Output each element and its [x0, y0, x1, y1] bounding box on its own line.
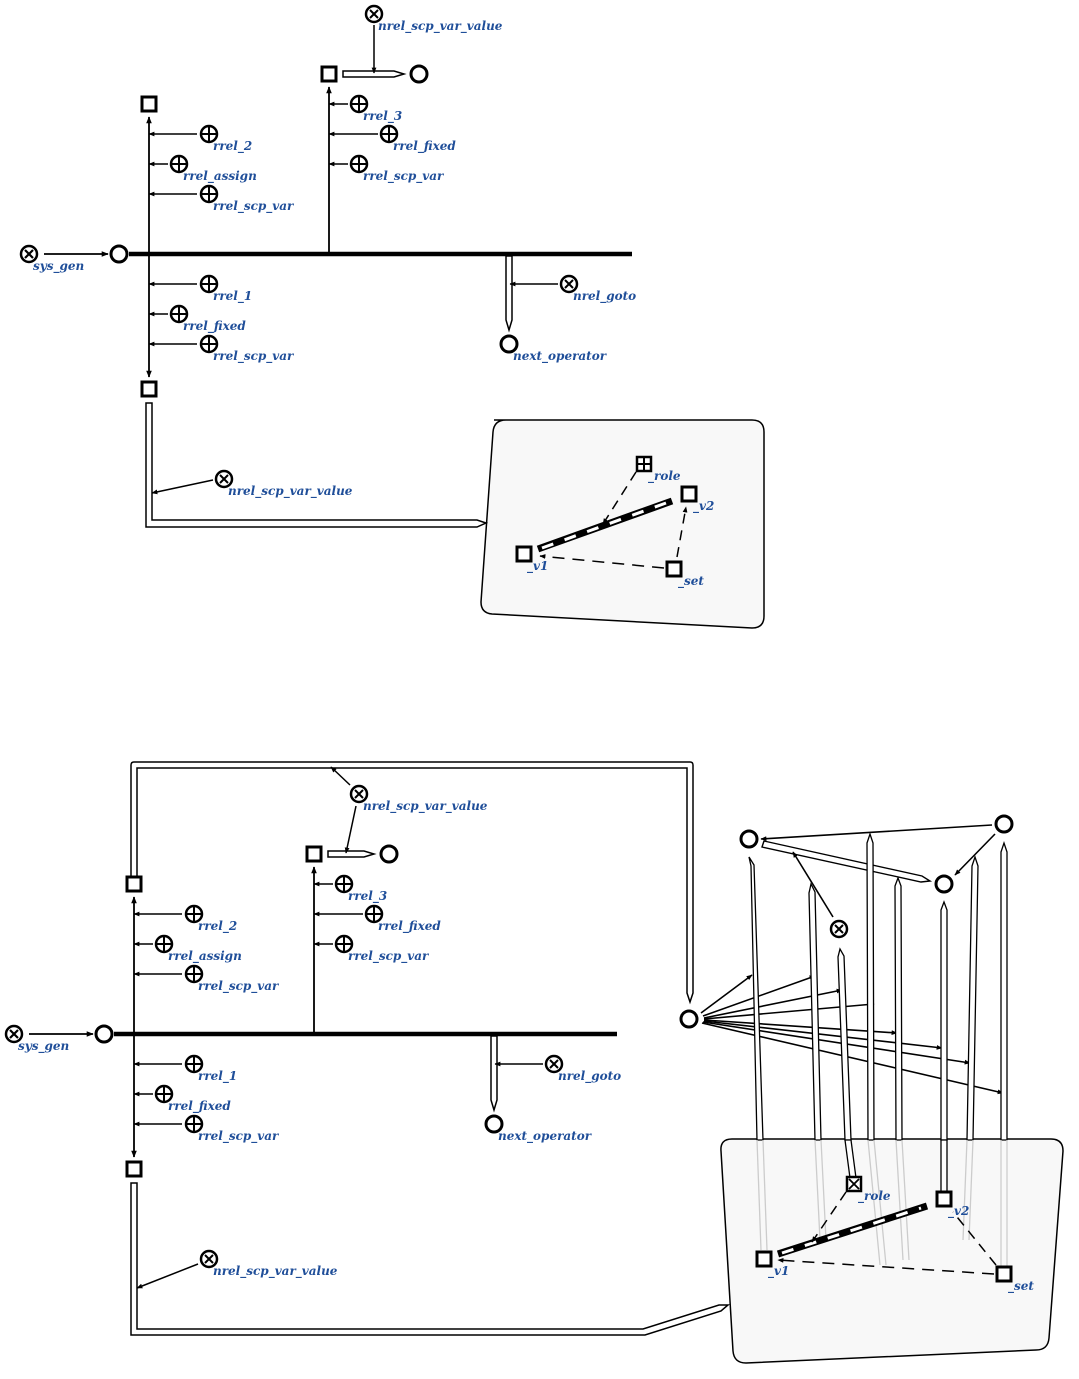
bottom-diagram: sys_gen nrel_scp_var_value rrel_3 rrel_f… — [4, 761, 1064, 1364]
label: _set — [678, 574, 704, 589]
label: _v2 — [948, 1204, 969, 1219]
operator-node — [109, 244, 129, 264]
upper-node — [739, 829, 759, 849]
label: rrel_3 — [363, 109, 402, 124]
label: _v1 — [768, 1264, 789, 1279]
top-arc — [676, 506, 688, 558]
bottom-double-arc — [940, 1139, 948, 1193]
set-node — [995, 1265, 1013, 1283]
top-double-arc — [505, 255, 513, 333]
bottom-arc — [330, 766, 351, 786]
label: next_operator — [498, 1129, 593, 1144]
label: rrel_fixed — [168, 1099, 231, 1114]
label: _v2 — [693, 499, 714, 514]
label: rrel_2 — [213, 139, 252, 154]
label: rrel_1 — [213, 289, 252, 304]
bottom-arc — [760, 824, 993, 842]
bottom-double-arc — [130, 761, 694, 1005]
bottom-arc — [792, 851, 834, 918]
var-square-node — [140, 95, 158, 113]
label: nrel_goto — [558, 1069, 621, 1084]
label: _set — [1008, 1279, 1034, 1294]
fan-arcs — [700, 974, 1004, 1095]
label: _v1 — [527, 559, 548, 574]
label: rrel_assign — [183, 169, 257, 184]
label: rrel_assign — [168, 949, 242, 964]
label: rrel_scp_var — [198, 979, 280, 994]
tall-double-arcs — [748, 831, 1008, 1141]
label: _role — [858, 1189, 891, 1204]
top-double-arc — [145, 402, 489, 528]
label: nrel_scp_var_value — [213, 1264, 338, 1279]
v2-node — [935, 1190, 953, 1208]
label: next_operator — [513, 349, 608, 364]
bottom-arc — [344, 805, 357, 854]
operator-node — [94, 1024, 114, 1044]
label: rrel_fixed — [393, 139, 456, 154]
top-arc — [539, 554, 665, 569]
v2-node — [680, 485, 698, 503]
top-arc — [151, 479, 214, 495]
bottom-double-arc — [130, 1182, 731, 1336]
label: rrel_scp_var — [198, 1129, 280, 1144]
top-contour — [480, 419, 765, 629]
set-node — [665, 560, 683, 578]
var-square-node — [125, 875, 143, 893]
bottom-double-arc — [327, 850, 377, 858]
top-diagram: sys_gen nrel_scp_var_value rrel_3 rrel_f… — [19, 4, 765, 629]
bottom-arc — [952, 1211, 997, 1266]
var-square-node — [305, 845, 323, 863]
bottom-contour — [720, 1138, 1064, 1364]
center-node — [679, 1009, 699, 1029]
bottom-double-arc — [761, 840, 933, 883]
label: nrel_goto — [573, 289, 636, 304]
var-square-node — [140, 380, 158, 398]
upper-node — [934, 874, 954, 894]
label: rrel_scp_var — [363, 169, 445, 184]
label: rrel_1 — [198, 1069, 237, 1084]
label: nrel_scp_var_value — [378, 19, 503, 34]
label: rrel_scp_var — [213, 199, 295, 214]
label: sys_gen — [18, 1039, 69, 1054]
label: sys_gen — [33, 259, 84, 274]
bottom-arc — [781, 1206, 922, 1255]
v1-node — [755, 1250, 773, 1268]
var-square-node — [320, 65, 338, 83]
label: rrel_fixed — [183, 319, 246, 334]
bottom-arc — [777, 1257, 995, 1275]
top-arc — [536, 497, 674, 553]
top-double-arc — [342, 70, 407, 78]
label: rrel_scp_var — [348, 949, 430, 964]
top-arc — [602, 471, 637, 525]
next-operator-node — [484, 1114, 504, 1134]
bottom-arc — [954, 833, 996, 876]
label: rrel_2 — [198, 919, 237, 934]
label: nrel_scp_var_value — [228, 484, 353, 499]
var-square-node — [125, 1160, 143, 1178]
bottom-double-arc — [490, 1035, 498, 1113]
v1-node — [515, 545, 533, 563]
next-operator-node — [499, 334, 519, 354]
bottom-arc — [136, 1263, 199, 1289]
label: rrel_fixed — [378, 919, 441, 934]
label: _role — [648, 469, 681, 484]
value-node — [379, 844, 399, 864]
upper-node — [994, 814, 1014, 834]
label: rrel_scp_var — [213, 349, 295, 364]
label: rrel_3 — [348, 889, 387, 904]
label: nrel_scp_var_value — [363, 799, 488, 814]
value-node — [409, 64, 429, 84]
